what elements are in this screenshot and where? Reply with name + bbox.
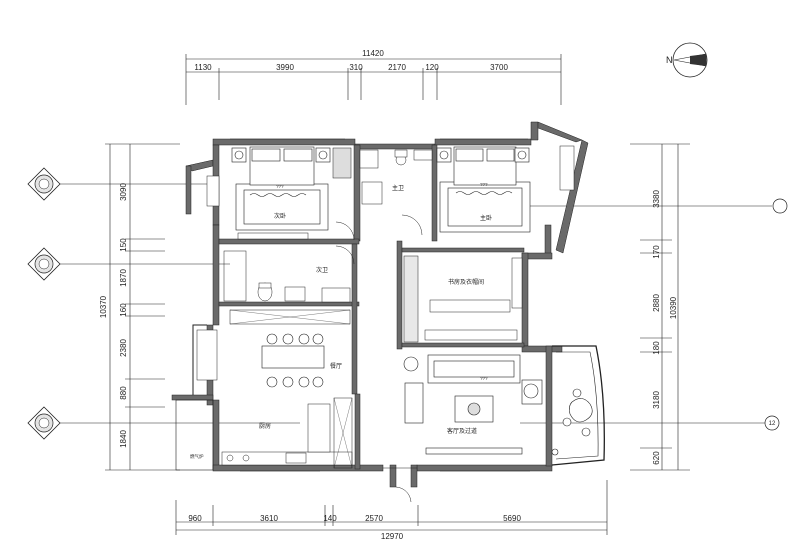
door-second-bath xyxy=(335,245,355,265)
fixture-tag: ??? xyxy=(480,182,488,187)
master-bedroom-bed xyxy=(436,146,531,233)
entrance-door xyxy=(395,486,412,503)
right-dim-6: 620 xyxy=(652,451,661,465)
left-dim-3: 1870 xyxy=(119,269,128,287)
kitchen-counters xyxy=(221,397,353,469)
top-dim-5: 120 xyxy=(425,63,439,72)
left-total-dim: 10370 xyxy=(99,295,108,318)
bottom-dimension-chain xyxy=(175,480,608,535)
elevation-marker-icon xyxy=(27,247,61,281)
door-master-bath xyxy=(401,214,423,236)
right-dim-2: 170 xyxy=(652,245,661,259)
left-dim-4: 160 xyxy=(119,303,128,317)
bottom-dim-4: 2570 xyxy=(365,514,383,523)
left-dim-5: 2380 xyxy=(119,339,128,357)
top-dim-1: 1130 xyxy=(194,63,212,72)
marker-12-label: 12 xyxy=(769,421,776,427)
section-marker-icon xyxy=(772,198,788,214)
north-compass-icon xyxy=(672,42,708,78)
left-dim-6: 880 xyxy=(119,386,128,400)
wardrobe xyxy=(237,232,309,240)
elevation-marker-icon xyxy=(27,167,61,201)
room-label-study: 书房及衣帽间 xyxy=(448,278,484,286)
study-furniture xyxy=(403,255,523,343)
living-furniture xyxy=(403,354,543,455)
section-marker-icon xyxy=(764,415,780,431)
top-total-dim: 11420 xyxy=(362,49,384,58)
left-dim-7: 1840 xyxy=(119,430,128,448)
north-label: N xyxy=(666,55,673,65)
dining-window-seat xyxy=(196,329,218,381)
bay-window-cushion xyxy=(559,145,575,191)
room-label-master-bedroom: 主卧 xyxy=(480,214,492,222)
bottom-dim-1: 960 xyxy=(188,514,202,523)
bottom-dim-5: 5690 xyxy=(503,514,521,523)
master-bath-fixtures xyxy=(332,147,433,205)
dining-table xyxy=(261,333,325,388)
door-second-bedroom xyxy=(335,221,355,241)
room-label-master-bath: 主卫 xyxy=(392,184,404,192)
room-label-kitchen: 厨房 xyxy=(259,422,271,430)
top-dim-3: 310 xyxy=(349,63,363,72)
bay-window-cushion xyxy=(206,175,220,207)
room-label-second-bath: 次卫 xyxy=(316,266,328,274)
elevation-marker-icon xyxy=(27,406,61,440)
balcony xyxy=(551,345,605,466)
second-bath-fixtures xyxy=(223,250,351,303)
right-dim-3: 2880 xyxy=(652,294,661,312)
right-total-dim: 10390 xyxy=(669,296,678,319)
room-label-living: 客厅及过道 xyxy=(447,427,477,435)
bottom-dim-3: 140 xyxy=(323,514,337,523)
gas-stove-label: 燃气炉 xyxy=(190,453,204,460)
top-dim-2: 3990 xyxy=(276,63,294,72)
right-dim-1: 3380 xyxy=(652,190,661,208)
left-dimension-chain xyxy=(105,143,180,471)
walls xyxy=(171,121,589,488)
windows xyxy=(230,138,530,472)
right-dim-5: 3180 xyxy=(652,391,661,409)
bottom-total-dim: 12970 xyxy=(381,532,404,540)
fixture-tag: ??? xyxy=(276,184,284,189)
balcony-tea-table xyxy=(551,388,593,456)
left-dim-1: 3090 xyxy=(119,183,128,201)
top-dimension-chain xyxy=(185,54,562,105)
fixture-tag: ??? xyxy=(480,376,488,381)
top-dim-6: 3700 xyxy=(490,63,508,72)
balcony-left xyxy=(192,324,207,395)
top-dim-4: 2170 xyxy=(388,63,406,72)
room-label-dining: 餐厅 xyxy=(330,362,342,370)
room-label-second-bedroom: 次卧 xyxy=(274,212,286,220)
right-dimension-chain xyxy=(630,143,690,471)
left-dim-2: 150 xyxy=(119,238,128,252)
right-dim-4: 180 xyxy=(652,341,661,355)
bottom-dim-2: 3610 xyxy=(260,514,278,523)
second-bedroom-bed xyxy=(231,146,331,231)
